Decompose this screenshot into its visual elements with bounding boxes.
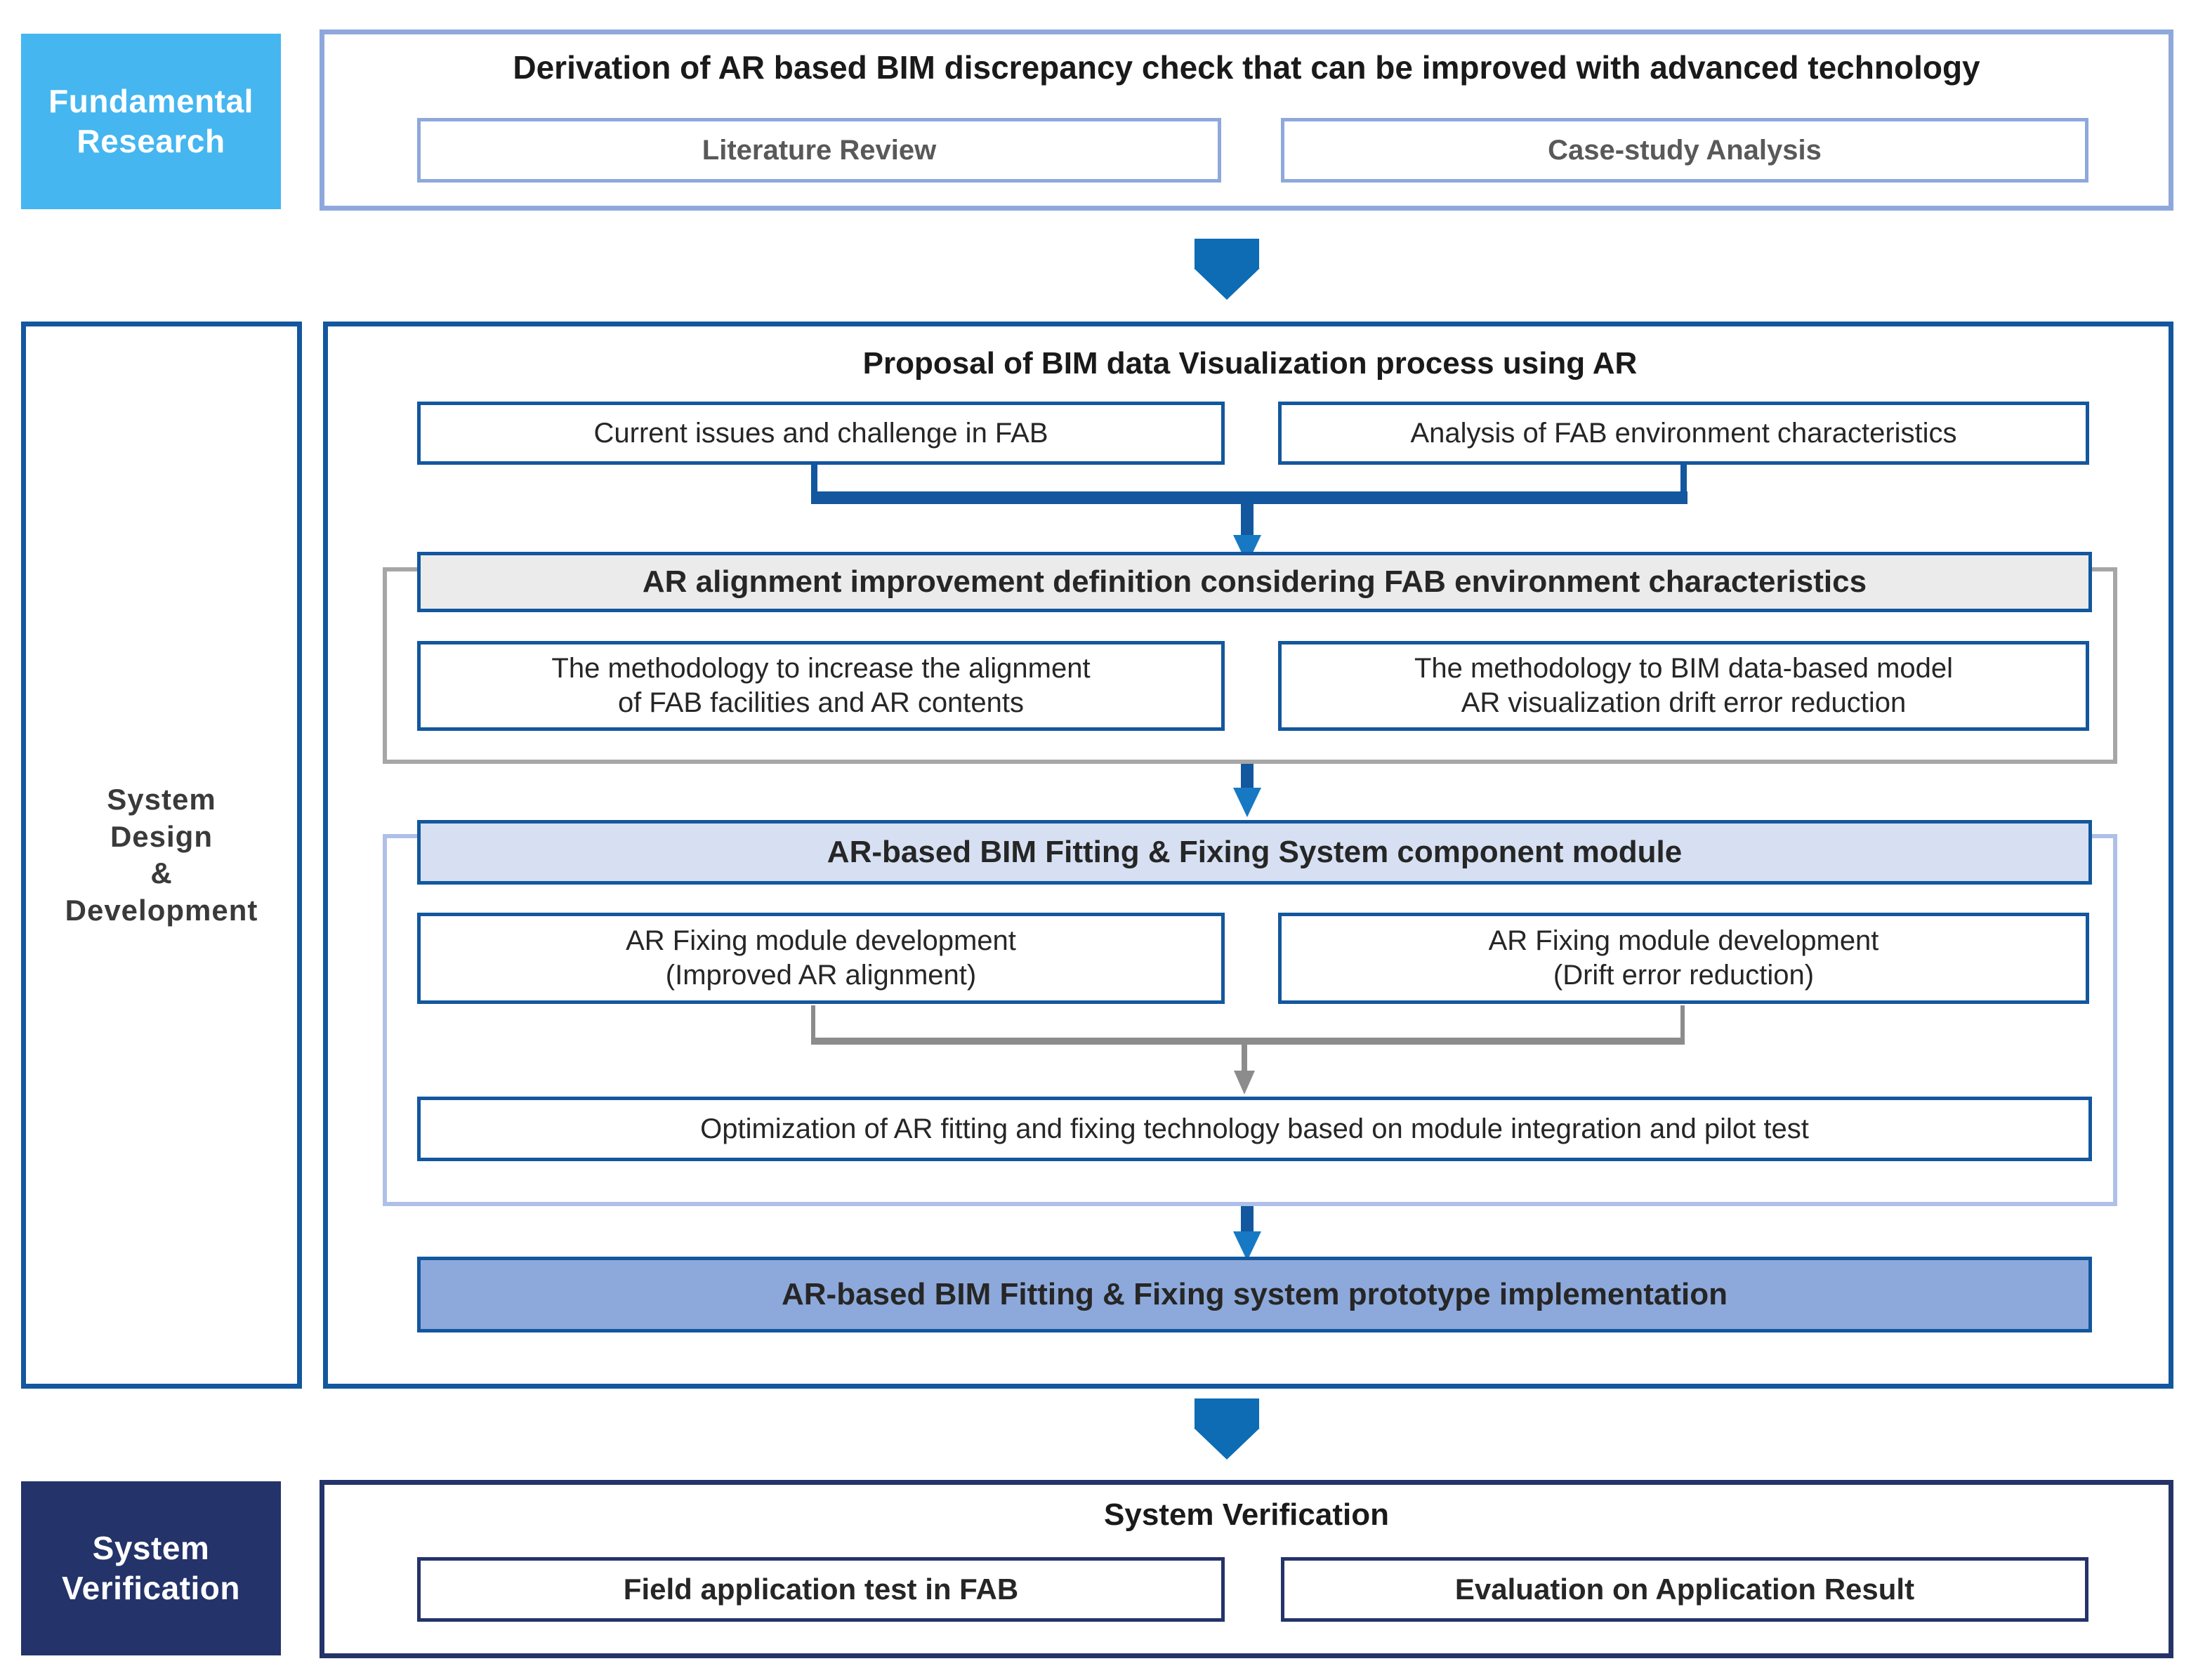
box-analysis-fab-environment-characteristics[interactable]: Analysis of FAB environment characterist… bbox=[1278, 402, 2089, 465]
arrow-design-to-verification bbox=[1194, 1398, 1260, 1460]
stage-label-system-verification: System Verification bbox=[21, 1481, 281, 1655]
stage-label-fundamental-research: Fundamental Research bbox=[21, 34, 281, 209]
system-verification-heading: System Verification bbox=[1104, 1497, 1389, 1532]
arrow-shaft bbox=[1195, 1398, 1259, 1428]
arrow-head bbox=[1194, 1428, 1260, 1460]
box-ar-fixing-module-drift-error-reduction[interactable]: AR Fixing module development (Drift erro… bbox=[1278, 913, 2089, 1004]
arrow-shaft bbox=[1195, 239, 1259, 268]
box-optimization-ar-fitting-fixing[interactable]: Optimization of AR fitting and fixing te… bbox=[417, 1097, 2092, 1161]
connector-arrowhead-to-module bbox=[1233, 788, 1261, 817]
connector-gray-center-drop bbox=[1242, 1045, 1247, 1076]
connector-gray-right-stem bbox=[1680, 1005, 1685, 1042]
fundamental-research-heading: Derivation of AR based BIM discrepancy c… bbox=[513, 49, 1980, 86]
system-design-heading: Proposal of BIM data Visualization proce… bbox=[862, 346, 1638, 381]
stage-label-system-design-development: System Design & Development bbox=[21, 322, 302, 1389]
connector-alignment-to-module-stem bbox=[1241, 764, 1254, 792]
banner-ar-based-bim-fitting-fixing-system-component-module: AR-based BIM Fitting & Fixing System com… bbox=[417, 820, 2092, 885]
connector-bracket-bar bbox=[811, 491, 1687, 504]
connector-gray-arrowhead bbox=[1234, 1071, 1255, 1094]
connector-left-stem bbox=[811, 465, 817, 497]
connector-gray-left-stem bbox=[811, 1005, 815, 1042]
box-methodology-increase-alignment[interactable]: The methodology to increase the alignmen… bbox=[417, 641, 1225, 731]
box-ar-fixing-module-improved-alignment[interactable]: AR Fixing module development (Improved A… bbox=[417, 913, 1225, 1004]
box-case-study-analysis[interactable]: Case-study Analysis bbox=[1281, 118, 2088, 183]
box-methodology-drift-error-reduction[interactable]: The methodology to BIM data-based model … bbox=[1278, 641, 2089, 731]
connector-to-prototype-stem bbox=[1241, 1206, 1254, 1236]
connector-gray-bracket-bar bbox=[811, 1038, 1685, 1045]
box-field-application-test-fab[interactable]: Field application test in FAB bbox=[417, 1557, 1225, 1622]
box-literature-review[interactable]: Literature Review bbox=[417, 118, 1221, 183]
arrow-head bbox=[1194, 268, 1260, 300]
connector-arrowhead-to-prototype bbox=[1233, 1231, 1261, 1261]
banner-ar-based-prototype-implementation: AR-based BIM Fitting & Fixing system pro… bbox=[417, 1257, 2092, 1332]
box-current-issues-challenge-fab[interactable]: Current issues and challenge in FAB bbox=[417, 402, 1225, 465]
connector-right-stem bbox=[1680, 465, 1687, 497]
connector-center-drop bbox=[1241, 504, 1254, 541]
banner-ar-alignment-improvement-definition: AR alignment improvement definition cons… bbox=[417, 552, 2092, 612]
box-evaluation-application-result[interactable]: Evaluation on Application Result bbox=[1281, 1557, 2088, 1622]
arrow-fundamental-to-design bbox=[1194, 239, 1260, 300]
